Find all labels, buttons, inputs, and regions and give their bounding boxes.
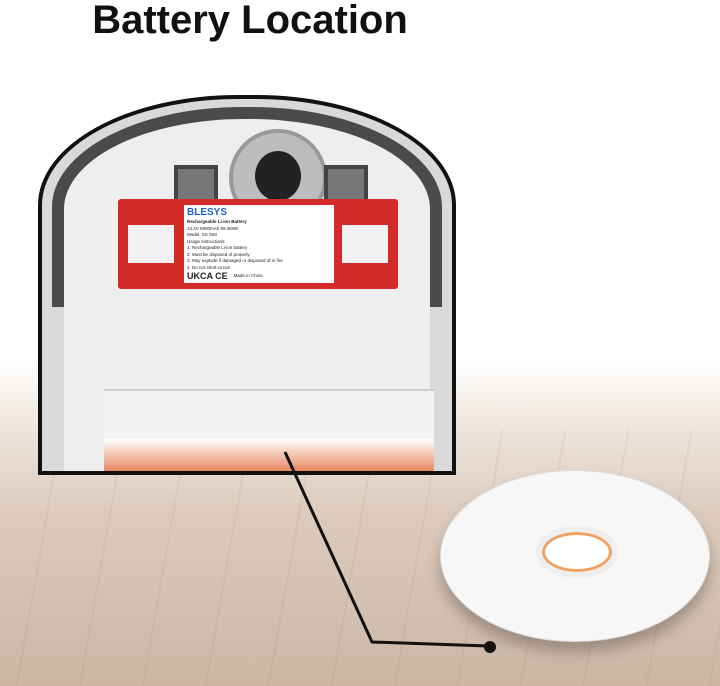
battery-pack: BLESYS Rechargeable Li-ion Battery 14.4V… bbox=[118, 199, 398, 289]
battery-spec: 14.4V 6900mAh 99.36Wh bbox=[187, 225, 239, 231]
main-brush bbox=[104, 439, 434, 471]
battery-type: Rechargeable Li-ion Battery bbox=[187, 219, 247, 224]
instruction: 4. Do not short-circuit bbox=[187, 264, 230, 270]
battery-label: BLESYS Rechargeable Li-ion Battery 14.4V… bbox=[184, 205, 334, 283]
marks-row: UKCA CE Made in China bbox=[187, 271, 331, 282]
battery-model: Model: SS S50 bbox=[187, 232, 218, 237]
pointer-dot bbox=[484, 641, 496, 653]
instructions-heading: Usage Instructions: bbox=[187, 238, 226, 244]
page-title: Battery Location bbox=[92, 0, 408, 42]
lidar-turret bbox=[536, 526, 618, 578]
certification-marks: UKCA CE bbox=[187, 271, 228, 281]
robot-vacuum bbox=[440, 470, 710, 642]
origin-text: Made in China bbox=[233, 273, 263, 279]
instruction: 3. May explode if damaged or disposed of… bbox=[187, 258, 283, 263]
robot-interior bbox=[64, 119, 434, 471]
battery-window-right bbox=[342, 225, 388, 263]
instruction: 1. Rechargeable Li-ion battery bbox=[187, 245, 248, 250]
brand-logo: BLESYS bbox=[187, 207, 228, 218]
battery-window-left bbox=[128, 225, 174, 263]
instruction: 2. Must be disposed of properly bbox=[187, 251, 250, 257]
robot-underside-closeup: BLESYS Rechargeable Li-ion Battery 14.4V… bbox=[38, 95, 456, 475]
